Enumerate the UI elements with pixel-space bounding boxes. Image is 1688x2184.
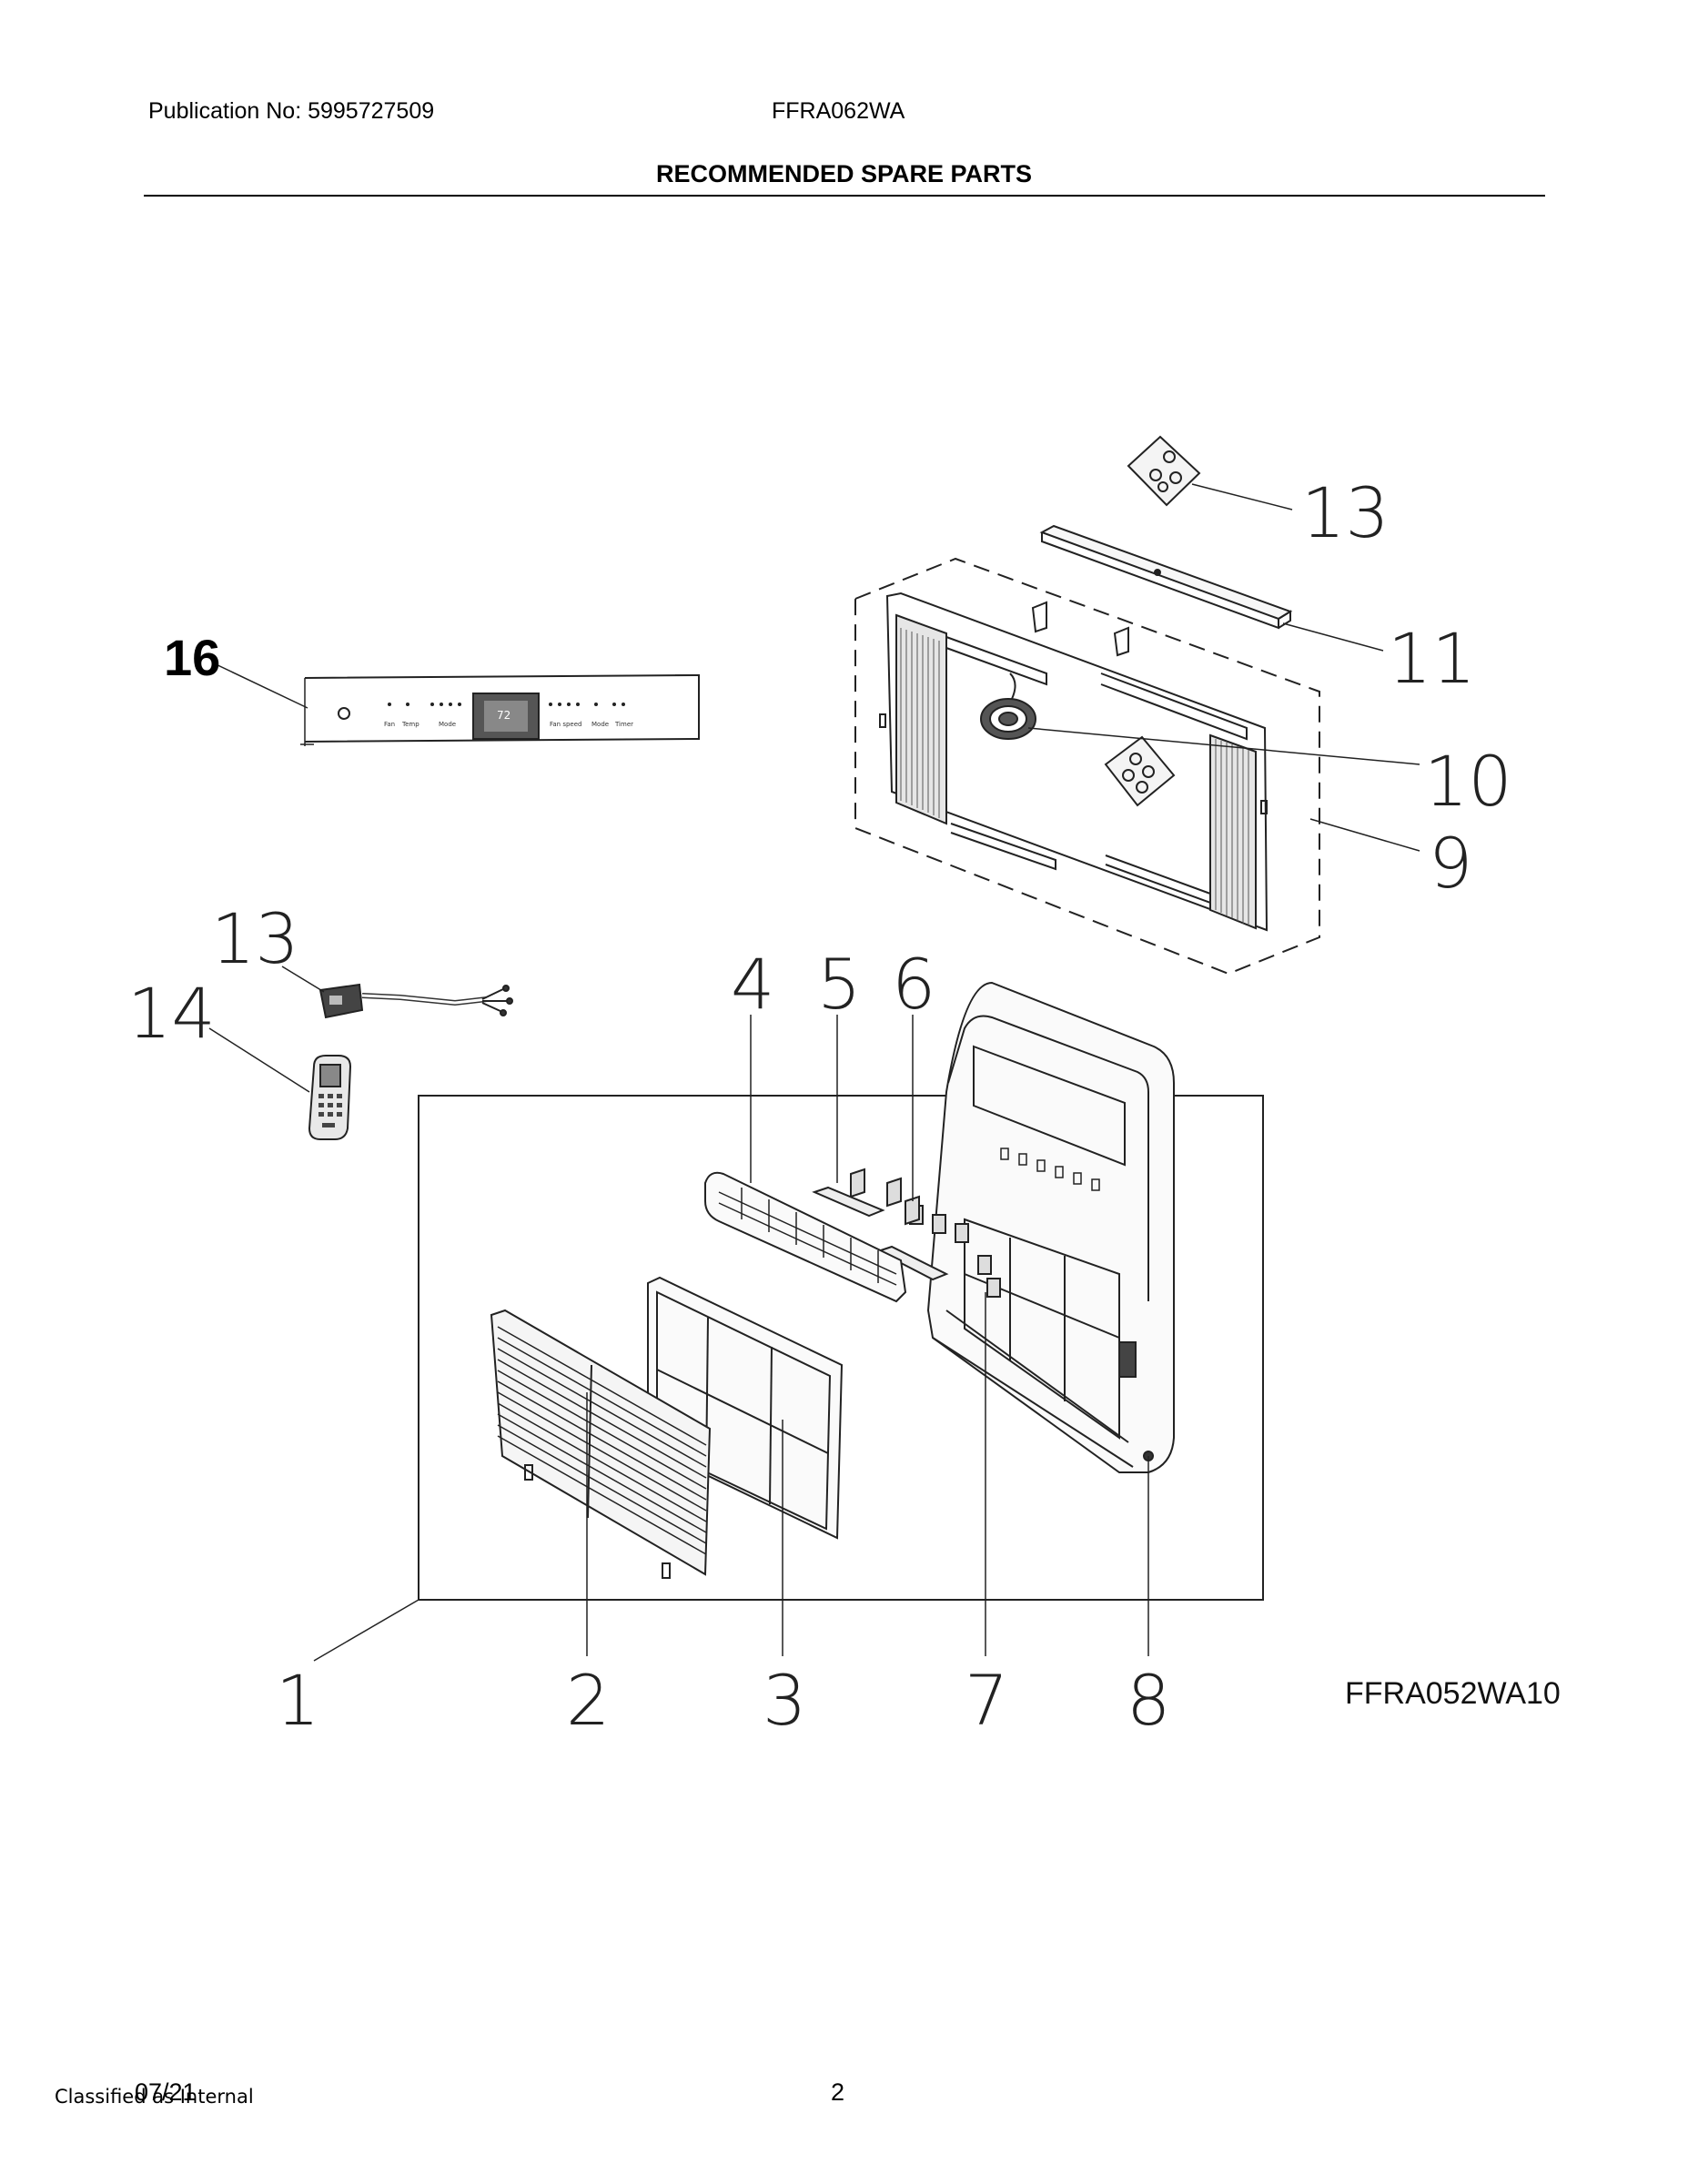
panel-label-temp: Temp [401,721,419,728]
clips-6 [850,1168,920,1226]
callout-3: 3 [763,1660,806,1741]
callout-12: 13 [1301,472,1390,553]
panel-labels: Fan Temp Mode Fan speed Mode Timer 72 [384,709,633,728]
callout-numbers: 13 11 10 9 16 13 14 4 5 6 1 2 3 7 8 FFRA… [127,472,1561,1741]
publication-number: Publication No: 5995727509 [148,98,435,124]
page-title: RECOMMENDED SPARE PARTS [655,160,1033,187]
callout-1: 1 [276,1660,319,1741]
callout-9: 9 [1429,823,1472,904]
page-number: 2 [831,2078,845,2106]
callout-13: 13 [211,898,299,979]
foam-seal-10 [980,672,1036,740]
callout-14: 14 [127,973,216,1054]
panel-label-mode: Mode [439,721,456,728]
callout-10: 10 [1424,741,1512,822]
screw-kit-frame [1104,735,1176,807]
callout-6: 6 [892,944,935,1025]
classification-label: Classified as Internal [55,2086,254,2108]
callout-16: 16 [164,629,220,686]
callout-4: 4 [731,944,774,1025]
front-cover-8 [926,981,1175,1473]
callout-8: 8 [1127,1660,1170,1741]
side-curtain-frame-9 [854,557,1320,976]
remote-control-14 [308,1055,352,1140]
footer-date: 07/21 [135,2078,197,2106]
header-rule [144,195,1545,197]
callout-5: 5 [817,944,861,1025]
louver-4 [704,1171,907,1303]
panel-display: 72 [497,709,510,722]
front-grille-2 [490,1309,712,1579]
linkage-5 [812,1186,949,1281]
panel-label-fan: Fan [384,721,395,728]
figure-code: FFRA052WA10 [1345,1676,1561,1711]
callout-2: 2 [566,1660,610,1741]
control-panel-16 [300,673,700,746]
callout-11: 11 [1388,618,1476,699]
model-number: FFRA062WA [772,98,905,124]
top-rail-11 [1039,524,1293,630]
panel-label-mode2: Mode [591,721,609,728]
panel-label-timer: Timer [614,721,633,728]
panel-label-fanspeed: Fan speed [550,721,581,728]
front-panel-assembly-1 [418,1095,1264,1601]
screw-kit-12 [1127,435,1201,507]
leader-lines [208,483,1420,1662]
power-cord-13 [318,983,513,1019]
callout-7: 7 [965,1660,1008,1741]
